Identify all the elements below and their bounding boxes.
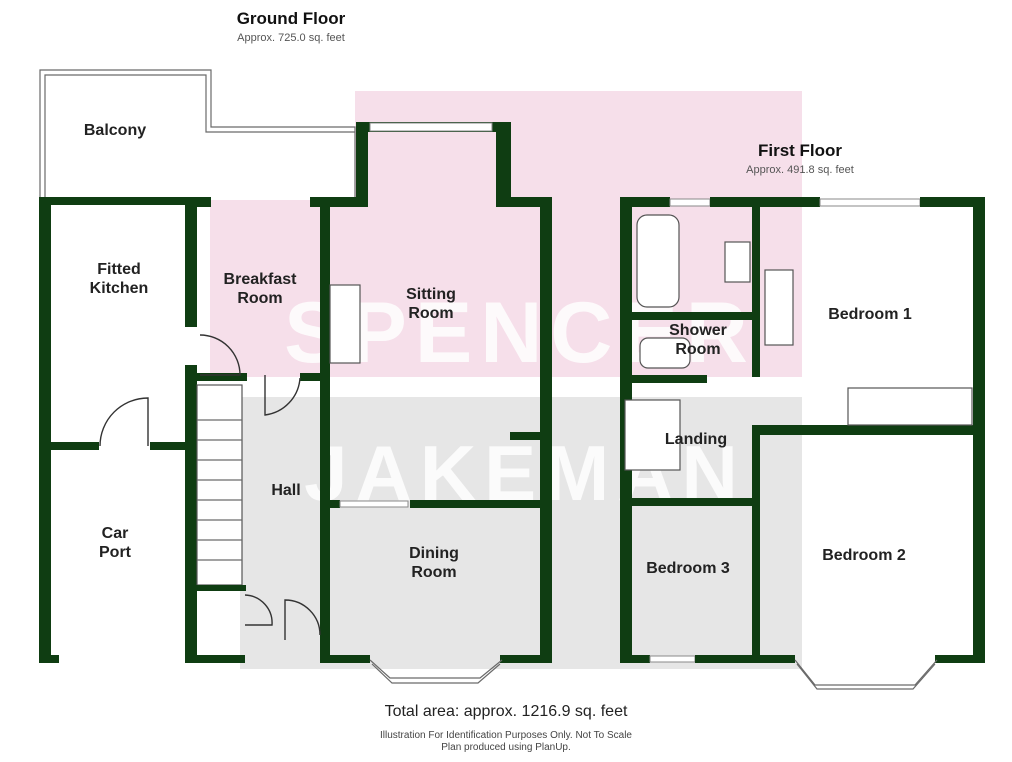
wall-fireplace	[510, 432, 540, 440]
wall-breakfast-bottom-left	[197, 373, 247, 381]
wall-kitchen-breakfast	[185, 197, 197, 327]
window-sitting-top	[369, 122, 493, 132]
ground-floor-area: Approx. 725.0 sq. feet	[237, 32, 345, 44]
wall-dining-top-b	[410, 500, 540, 508]
wall-top-breakfast-b	[310, 197, 358, 207]
plan-credit: Plan produced using PlanUp.	[441, 742, 571, 753]
ff-wall-top-b	[710, 197, 820, 207]
ff-wardrobe-bed1	[847, 387, 973, 426]
wall-sitting-left-top	[356, 122, 368, 207]
wall-bottom-carport	[39, 655, 59, 663]
wall-dining-top-a	[330, 500, 340, 508]
floor-plan: SPENCER JAKEMAN	[39, 69, 985, 690]
labels-layer: Ground Floor Approx. 725.0 sq. feet Firs…	[84, 9, 912, 581]
room-label-bedroom-2: Bedroom 2	[822, 547, 906, 564]
wall-top-kitchen	[39, 197, 194, 205]
wall-top-breakfast-a	[197, 197, 211, 207]
ff-wall-bottom-b	[695, 655, 795, 663]
watermark-band-bottom	[240, 397, 802, 669]
ff-wall-bed3-top	[632, 498, 752, 506]
watermark-band-top	[355, 91, 802, 377]
door-kitchen-hall	[199, 334, 241, 376]
door-kitchen-carport	[99, 397, 149, 447]
total-area: Total area: approx. 1216.9 sq. feet	[384, 703, 628, 720]
first-floor-title: First Floor	[758, 141, 842, 160]
wall-bottom-hall	[185, 655, 245, 663]
room-label-hall: Hall	[271, 482, 300, 499]
wall-under-stairs	[194, 585, 246, 591]
wall-right-ground	[540, 197, 552, 663]
ground-floor-title: Ground Floor	[237, 9, 346, 28]
stair-treads-ground	[197, 419, 242, 561]
ff-wall-bed3-bed2	[752, 435, 760, 663]
balcony-outline	[39, 69, 356, 197]
wall-hall-right	[320, 207, 330, 663]
staircase-ground	[196, 384, 243, 586]
ff-wall-bath-shower	[632, 312, 752, 320]
ff-wall-right	[973, 197, 985, 663]
ff-bay-window-bed2-inner	[796, 663, 936, 690]
ff-bay-window-bed2	[794, 659, 938, 686]
room-label-bedroom-1: Bedroom 1	[828, 306, 912, 323]
wall-kitchen-carport-b	[150, 442, 197, 450]
door-dining-sliding	[339, 500, 409, 508]
ff-wall-bottom-a	[620, 655, 650, 663]
disclaimer: Illustration For Identification Purposes…	[380, 730, 632, 741]
shower-tray	[639, 337, 691, 369]
wall-kitchen-carport-a	[39, 442, 99, 450]
room-label-landing: Landing	[665, 431, 727, 448]
door-breakfast-hall	[264, 375, 301, 416]
room-label-balcony: Balcony	[84, 122, 146, 139]
wall-sitting-right-top	[496, 122, 511, 207]
ff-wall-bed1-bed2	[752, 425, 974, 435]
chimney-breast-bed1	[764, 269, 794, 346]
bay-window-dining-inner	[371, 663, 501, 684]
room-label-bedroom-3: Bedroom 3	[646, 560, 730, 577]
door-front	[284, 599, 321, 640]
wall-bottom-dining-a	[320, 655, 370, 663]
balcony-outline-inner	[44, 74, 355, 197]
ff-wall-top-c	[920, 197, 985, 207]
first-floor-area: Approx. 491.8 sq. feet	[746, 164, 854, 176]
door-wc	[244, 594, 273, 626]
ff-wall-bottom-c	[935, 655, 985, 663]
fireplace-sitting	[329, 284, 361, 364]
wall-sitting-step	[496, 197, 550, 207]
bath-tub	[636, 214, 680, 308]
wall-left	[39, 197, 51, 663]
wall-breakfast-bottom	[300, 373, 322, 381]
ff-wall-shower-bottom	[632, 375, 707, 383]
ff-wall-bath-bed1	[752, 207, 760, 377]
wall-bottom-dining-b	[500, 655, 552, 663]
wash-basin	[724, 241, 751, 283]
bay-window-dining	[369, 659, 503, 679]
ff-wall-top-a	[620, 197, 670, 207]
staircase-first	[624, 399, 681, 471]
